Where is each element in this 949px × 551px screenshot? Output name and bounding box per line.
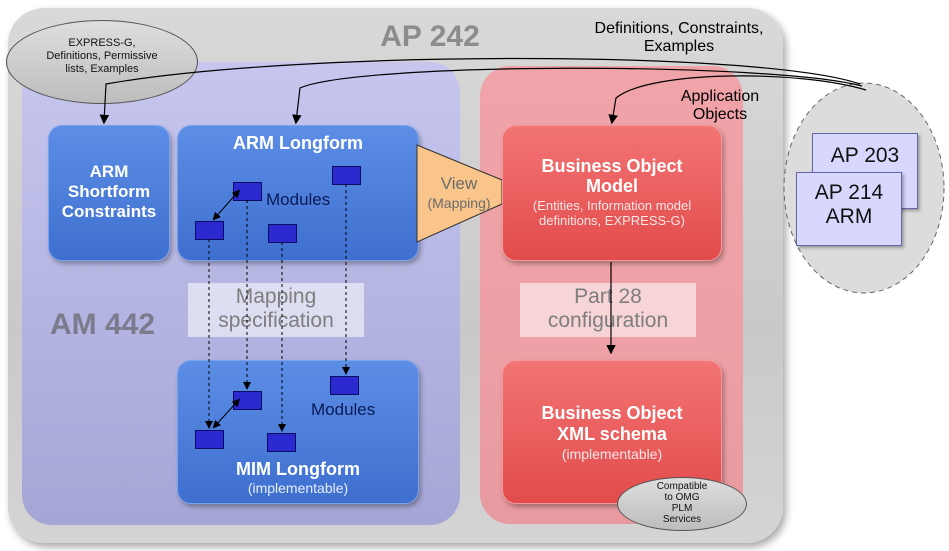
application-objects-note: Application Objects bbox=[660, 88, 780, 124]
mapping-spec-line1: Mapping bbox=[235, 285, 317, 308]
arm-shortform-line2: Shortform bbox=[67, 182, 151, 201]
definitions-note: Definitions, Constraints, Examples bbox=[570, 20, 788, 56]
xml-title-line1: Business Object bbox=[541, 403, 683, 423]
express-g-line2: Definitions, Permissive bbox=[46, 50, 158, 62]
omg-line1: Compatible bbox=[656, 481, 708, 492]
bom-subtitle-line2: definitions, EXPRESS-G) bbox=[539, 213, 685, 228]
xml-title-line2: XML schema bbox=[557, 424, 667, 444]
arm-shortform-line1: ARM bbox=[89, 162, 129, 181]
mapping-specification-label: Mapping specification bbox=[188, 283, 364, 337]
omg-line3: PLM bbox=[671, 503, 693, 514]
part28-configuration-label: Part 28 configuration bbox=[520, 283, 696, 337]
arm-shortform-line3: Constraints bbox=[61, 202, 157, 221]
bom-title-line1: Business Object bbox=[541, 156, 683, 176]
mim-module-2 bbox=[330, 376, 359, 395]
arm-modules-label: Modules bbox=[266, 190, 331, 209]
arm-shortform-box: ARM Shortform Constraints bbox=[48, 125, 170, 261]
am442-label: AM 442 bbox=[50, 308, 156, 341]
mim-module-4 bbox=[267, 433, 296, 452]
bom-subtitle-line1: (Entities, Information model bbox=[532, 198, 692, 213]
bom-title-line2: Model bbox=[586, 176, 638, 196]
mim-longform-title: MIM Longform bbox=[236, 459, 360, 479]
application-line1: Application bbox=[680, 88, 760, 105]
omg-line2: to OMG bbox=[664, 492, 700, 503]
mim-modules-label: Modules bbox=[311, 400, 376, 419]
mim-module-3 bbox=[195, 430, 224, 449]
omg-compatibility-ellipse: Compatible to OMG PLM Services bbox=[617, 477, 747, 531]
part28-line2: configuration bbox=[547, 309, 669, 332]
definitions-line2: Examples bbox=[643, 38, 715, 55]
omg-line4: Services bbox=[662, 514, 702, 525]
view-title: View bbox=[440, 174, 478, 193]
express-g-line1: EXPRESS-G, bbox=[68, 37, 136, 49]
xml-subtitle: (implementable) bbox=[561, 446, 663, 462]
ap214-line2: ARM bbox=[825, 205, 873, 228]
business-object-xml-box: Business Object XML schema (implementabl… bbox=[502, 360, 722, 504]
ap242-title: AP 242 bbox=[380, 20, 480, 53]
express-g-ellipse: EXPRESS-G, Definitions, Permissive lists… bbox=[6, 20, 198, 104]
application-line2: Objects bbox=[692, 106, 748, 123]
arm-longform-title: ARM Longform bbox=[233, 133, 363, 153]
ap214-line1: AP 214 bbox=[814, 181, 884, 204]
mim-longform-subtitle: (implementable) bbox=[247, 480, 349, 496]
express-g-line3: lists, Examples bbox=[65, 63, 139, 75]
ap214-card: AP 214 ARM bbox=[796, 172, 902, 246]
view-subtitle: (Mapping) bbox=[427, 195, 491, 211]
definitions-line1: Definitions, Constraints, bbox=[594, 20, 764, 37]
ap203-label: AP 203 bbox=[830, 144, 900, 167]
view-label-group: View (Mapping) bbox=[420, 174, 498, 211]
part28-line1: Part 28 bbox=[574, 285, 642, 308]
business-object-model-box: Business Object Model (Entities, Informa… bbox=[502, 125, 722, 261]
